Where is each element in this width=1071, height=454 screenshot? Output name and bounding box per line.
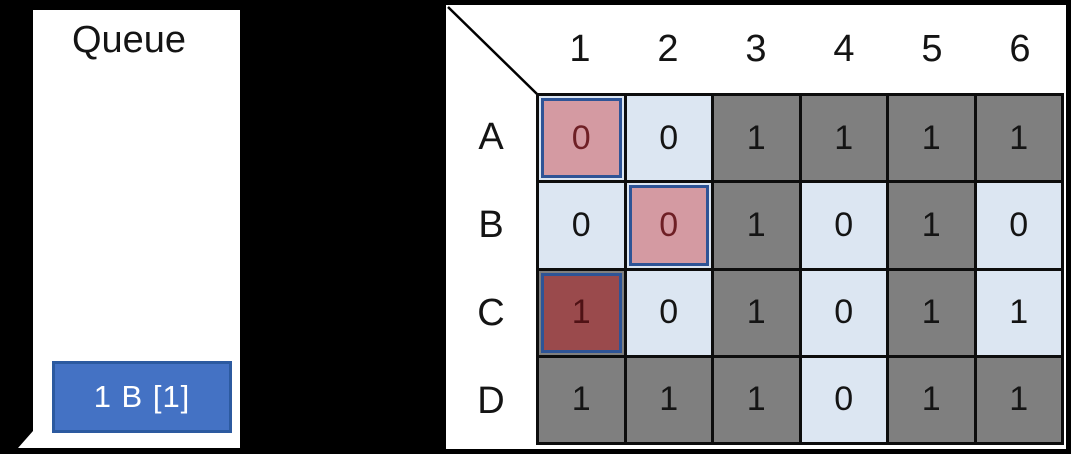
matrix-cell-value: 1	[571, 380, 591, 419]
matrix-cell-b2: 0	[626, 183, 711, 268]
matrix-cell-value: 0	[659, 293, 679, 332]
matrix-cell-value: 0	[834, 380, 854, 419]
matrix-cell-d4: 0	[801, 357, 886, 442]
matrix-cell-value: 0	[834, 205, 854, 244]
row-header-d: D	[477, 379, 505, 422]
matrix-cell-c4: 0	[801, 270, 886, 355]
matrix-cell-a3: 1	[714, 96, 799, 181]
matrix-cell-value: 1	[746, 205, 766, 244]
matrix-cell-d1: 1	[539, 357, 624, 442]
matrix-cell-b5: 1	[889, 183, 974, 268]
matrix-cell-a5: 1	[889, 96, 974, 181]
queue-panel: Queue 1 B [1]	[18, 10, 240, 448]
matrix-row-headers: A B C D	[446, 93, 536, 445]
matrix-cell-a6: 1	[976, 96, 1061, 181]
matrix-cell-value: 1	[921, 118, 941, 157]
matrix-cell-b4: 0	[801, 183, 886, 268]
matrix-cell-value: 1	[834, 118, 854, 157]
matrix-cell-b3: 1	[714, 183, 799, 268]
queue-panel-title: Queue	[71, 19, 187, 61]
matrix-cell-value: 1	[921, 205, 941, 244]
matrix-cell-d2: 1	[626, 357, 711, 442]
matrix-cell-b6: 0	[976, 183, 1061, 268]
matrix-cell-d6: 1	[976, 357, 1061, 442]
row-header-c: C	[477, 291, 505, 334]
queue-item: 1 B [1]	[52, 361, 232, 433]
row-header-a: A	[478, 115, 504, 158]
matrix-cell-value: 1	[746, 118, 766, 157]
matrix-cell-d5: 1	[889, 357, 974, 442]
column-header-2: 2	[657, 27, 679, 70]
matrix-cell-value: 0	[1009, 205, 1029, 244]
matrix-cell-value: 0	[628, 185, 709, 266]
column-header-4: 4	[833, 27, 855, 70]
matrix-panel: 1 2 3 4 5 6 A B C D 0 0 1 1 1 1 0 0 1	[446, 5, 1066, 449]
matrix-cell-value: 1	[1009, 293, 1029, 332]
matrix-cell-d3: 1	[714, 357, 799, 442]
matrix-cell-c3: 1	[714, 270, 799, 355]
matrix-cell-value: 1	[746, 380, 766, 419]
matrix-cell-a4: 1	[801, 96, 886, 181]
column-header-5: 5	[921, 27, 943, 70]
column-header-3: 3	[745, 27, 767, 70]
matrix-cell-value: 1	[1009, 380, 1029, 419]
matrix-cell-b1: 0	[539, 183, 624, 268]
matrix-cell-a2: 0	[626, 96, 711, 181]
matrix-cell-value: 0	[571, 205, 591, 244]
matrix-cell-value: 1	[921, 380, 941, 419]
matrix-cell-value: 1	[921, 293, 941, 332]
matrix-column-headers: 1 2 3 4 5 6	[536, 5, 1064, 93]
corner-diagonal-divider	[447, 6, 538, 95]
row-header-b: B	[478, 203, 504, 246]
matrix-cell-value: 1	[746, 293, 766, 332]
matrix-cell-a1: 0	[539, 96, 624, 181]
matrix-cell-c2: 0	[626, 270, 711, 355]
matrix-cell-c5: 1	[889, 270, 974, 355]
column-header-6: 6	[1009, 27, 1031, 70]
matrix-cell-value: 1	[541, 272, 622, 353]
matrix-cell-value: 1	[659, 380, 679, 419]
matrix-cell-value: 0	[541, 98, 622, 179]
matrix-cell-value: 0	[834, 293, 854, 332]
column-header-1: 1	[569, 27, 591, 70]
matrix-cell-value: 0	[659, 118, 679, 157]
matrix-cell-c1: 1	[539, 270, 624, 355]
matrix-cell-c6: 1	[976, 270, 1061, 355]
matrix-grid: 0 0 1 1 1 1 0 0 1 0 1 0 1 0 1	[536, 93, 1064, 445]
matrix-cell-value: 1	[1009, 118, 1029, 157]
